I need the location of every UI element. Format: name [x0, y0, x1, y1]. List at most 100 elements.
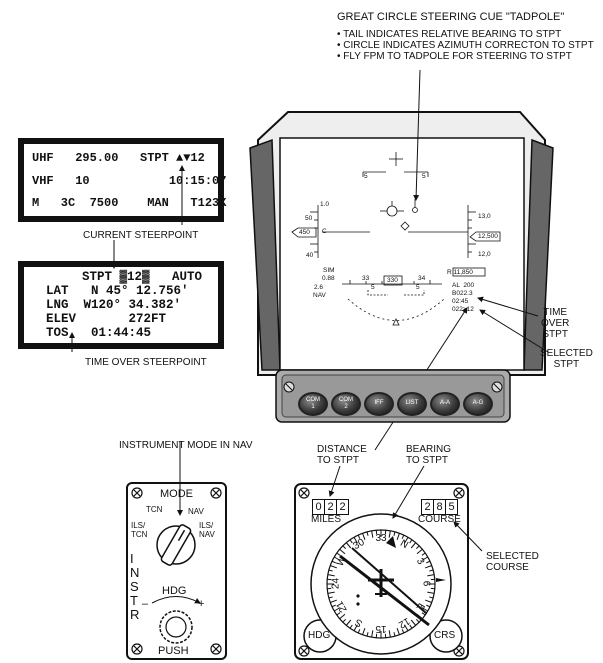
tadpole-bullet-2: • CIRCLE INDICATES AZIMUTH CORRECTON TO … [337, 40, 594, 51]
hud-heading-33: 33 [362, 275, 370, 282]
hud-pitch-5-bot-left: 5 [371, 284, 375, 291]
hsi-tick [416, 619, 420, 623]
hud-speed-top: 1.0 [320, 201, 330, 208]
hsi-card-label: 24 [330, 577, 342, 590]
icp-com2-button[interactable]: COM 2 [331, 392, 361, 416]
hsi-card-label: 15 [375, 623, 387, 634]
hsi-tick [345, 542, 352, 549]
hsi-tick [357, 534, 361, 539]
callout-time-over-stpt: TIME OVER STPT [541, 307, 570, 340]
hud-speed-box: 450 [299, 229, 310, 236]
hsi-tick [353, 624, 358, 632]
hud-pitch-5-top-left: 5 [364, 173, 368, 180]
callout-instrument-mode: INSTRUMENT MODE IN NAV [119, 440, 253, 451]
callout-selected-course: SELECTED COURSE [486, 551, 539, 573]
ded-row-mode: M 3C 7500 MAN T123X [32, 196, 227, 210]
instr-mode-knob[interactable] [157, 526, 195, 564]
instr-push-label: PUSH [158, 645, 189, 657]
hud-pitch-5-top-right: 5 [422, 173, 426, 180]
hsi-tick [333, 556, 341, 561]
instr-ils-nav-label: ILS/ NAV [199, 521, 215, 539]
hsi-card-label: 6 [420, 580, 432, 587]
hsi-tick [429, 596, 434, 599]
icp-aa-button[interactable]: A-A [430, 392, 460, 416]
hsi-tick [371, 530, 374, 538]
hsi-tick [396, 533, 400, 541]
hud-bd: B022.3 [452, 290, 473, 297]
hsi-tick [393, 531, 396, 536]
icp-ag-button[interactable]: A-G [463, 392, 493, 416]
hsi-course-digit-3: 5 [445, 499, 458, 515]
hsi-tick [357, 629, 361, 634]
hsi-tick [401, 629, 405, 634]
icp-iff-button[interactable]: IFF [364, 392, 394, 416]
hsi-tick [327, 591, 335, 594]
instr-hdg-knob[interactable] [160, 611, 192, 643]
hsi-tick [349, 539, 353, 544]
hud-heading-box: 330 [387, 277, 398, 284]
hud-speed-50: 50 [305, 215, 313, 222]
hsi-tick [327, 574, 335, 577]
hsi-tick [371, 630, 374, 638]
icp-com1-button[interactable]: COM 1 [298, 392, 328, 416]
hsi-tick [427, 591, 435, 594]
hsi-tick [336, 612, 341, 616]
hsi-tick [330, 599, 338, 603]
hsi-tick [426, 560, 431, 564]
hsi-tick [336, 552, 341, 556]
hsi-tick [421, 607, 429, 612]
instr-hdg-label: HDG [162, 585, 187, 597]
ded-row-stpt: STPT ▓12▓ AUTO [82, 270, 203, 284]
hsi-tick [328, 569, 333, 572]
instr-plus-label: + [198, 598, 205, 610]
ded-row-lng: LNG W120° 34.382' [46, 298, 182, 312]
hsi-tick [410, 619, 417, 626]
hud-speed-c: C [322, 228, 327, 235]
hsi-tick [410, 542, 417, 549]
hsi-hdg-knob[interactable]: HDG [308, 630, 331, 641]
ded-row-vhf: VHF 10 10:15:07 [32, 174, 227, 188]
hud-mach: 0.88 [322, 275, 335, 282]
hsi-tick [342, 619, 346, 623]
hsi-tick [401, 534, 405, 539]
hud-radar-alt: R 11,850 [447, 269, 473, 276]
instr-label: I N S T R [130, 551, 140, 622]
tadpole-bullet-1: • TAIL INDICATES RELATIVE BEARING TO STP… [337, 29, 562, 40]
tadpole-bullet-3: • FLY FPM TO TADPOLE FOR STEERING TO STP… [337, 51, 572, 62]
hsi-tick [353, 536, 358, 544]
hud-speed-40: 40 [306, 252, 314, 259]
callout-selected-stpt: SELECTED STPT [540, 348, 593, 370]
hsi-miles-label: MILES [311, 514, 342, 525]
ded-display-com: UHF 295.00 STPT ▲▼12 VHF 10 10:15:07 M 3… [20, 140, 226, 220]
hsi-crs-knob[interactable]: CRS [434, 630, 456, 641]
hsi-tick [416, 548, 423, 555]
hsi-tick [388, 630, 391, 638]
hud-nav-mode: NAV [313, 292, 326, 299]
hud-alt-130: 13,0 [478, 213, 491, 220]
hsi-tick [328, 596, 333, 599]
hsi-tick [426, 604, 431, 608]
ded-row-tos: TOS 01:44:45 [46, 326, 152, 340]
hsi-tick [362, 627, 366, 635]
hsi-tick [331, 604, 336, 608]
hsi-tick [429, 569, 434, 572]
icp-list-button[interactable]: LIST [397, 392, 427, 416]
hsi-tick [388, 530, 391, 538]
hsi-tick [330, 565, 338, 569]
hsi-tick [409, 624, 413, 629]
hsi-miles-digit-3: 2 [336, 499, 349, 515]
hsi-tick [421, 612, 426, 616]
ded-row-elev: ELEV 272FT [46, 312, 167, 326]
callout-time-over-steerpoint: TIME OVER STEERPOINT [85, 357, 207, 368]
hud-g: 2.6 [314, 284, 324, 291]
callout-current-steerpoint: CURRENT STEERPOINT [83, 230, 199, 241]
hsi-tick [349, 624, 353, 629]
instr-tcn-label: TCN [146, 505, 163, 514]
hud-heading-34: 34 [418, 275, 426, 282]
hsi-tick [409, 539, 413, 544]
ded-row-lat: LAT N 45° 12.756' [46, 284, 189, 298]
hsi-tick [393, 632, 396, 637]
hud-time: 02:45 [452, 298, 469, 305]
